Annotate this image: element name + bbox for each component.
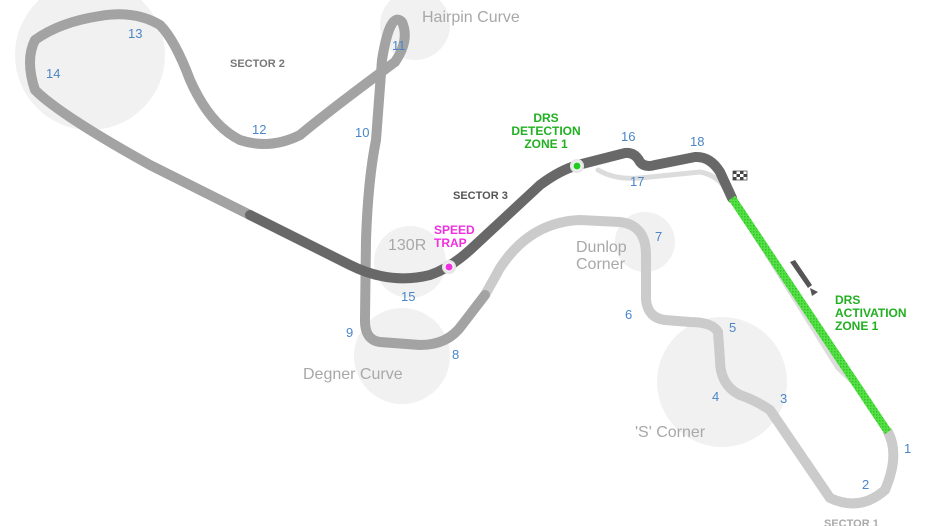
speed-trap-line-2: TRAP (434, 236, 467, 250)
130r-label: 130R (388, 237, 427, 254)
speed-trap-line-1: SPEED (434, 223, 475, 237)
drs-detection-dot (572, 161, 582, 171)
turn-17-label: 17 (630, 174, 645, 189)
turn-13-label: 13 (128, 26, 143, 41)
s-corner-label: 'S' Corner (635, 424, 706, 441)
turn-5-label: 5 (729, 320, 737, 335)
dunlop-label-2: Corner (576, 256, 625, 273)
dunlop-label-1: Dunlop (576, 239, 627, 256)
track-sector-2 (25, 9, 490, 350)
drs-detection-label: DRS DETECTION ZONE 1 (510, 112, 582, 151)
turn-1-label: 1 (904, 441, 912, 456)
turn-9-label: 9 (346, 325, 354, 340)
turn-11-label: 11 (392, 38, 406, 53)
drs-activation-zone (728, 195, 892, 435)
turn-12-label: 12 (252, 122, 267, 137)
sector-3-label: SECTOR 3 (453, 190, 508, 202)
drs-detection-line-3: ZONE 1 (524, 137, 568, 151)
turn-15-label: 15 (401, 289, 416, 304)
drs-detection-line-2: DETECTION (511, 124, 581, 138)
drs-activation-line-3: ZONE 1 (835, 319, 879, 333)
speed-trap-label: SPEED TRAP (434, 224, 475, 250)
checkered-flag-icon (732, 170, 748, 181)
turn-14-label: 14 (46, 66, 61, 81)
turn-7-label: 7 (655, 229, 663, 244)
turn-10-label: 10 (355, 125, 370, 140)
halo-degner (354, 308, 450, 404)
sector-1-label: SECTOR 1 (824, 518, 879, 526)
turn-6-label: 6 (625, 307, 633, 322)
turn-3-label: 3 (780, 391, 788, 406)
drs-activation-line-1: DRS (835, 293, 861, 307)
turn-18-label: 18 (690, 134, 705, 149)
drs-activation-label: DRS ACTIVATION ZONE 1 (835, 294, 907, 333)
drs-activation-line-2: ACTIVATION (835, 306, 907, 320)
car-direction-icon (790, 260, 818, 296)
turn-4-label: 4 (712, 389, 720, 404)
degner-curve-label: Degner Curve (303, 366, 403, 383)
track-sector-1 (480, 215, 899, 509)
hairpin-curve-label: Hairpin Curve (422, 9, 520, 26)
turn-8-label: 8 (452, 347, 460, 362)
speed-trap-dot (444, 262, 454, 272)
drs-detection-line-1: DRS (533, 111, 559, 125)
turn-2-label: 2 (862, 477, 870, 492)
turn-16-label: 16 (621, 129, 636, 144)
sector-2-label: SECTOR 2 (230, 58, 285, 70)
